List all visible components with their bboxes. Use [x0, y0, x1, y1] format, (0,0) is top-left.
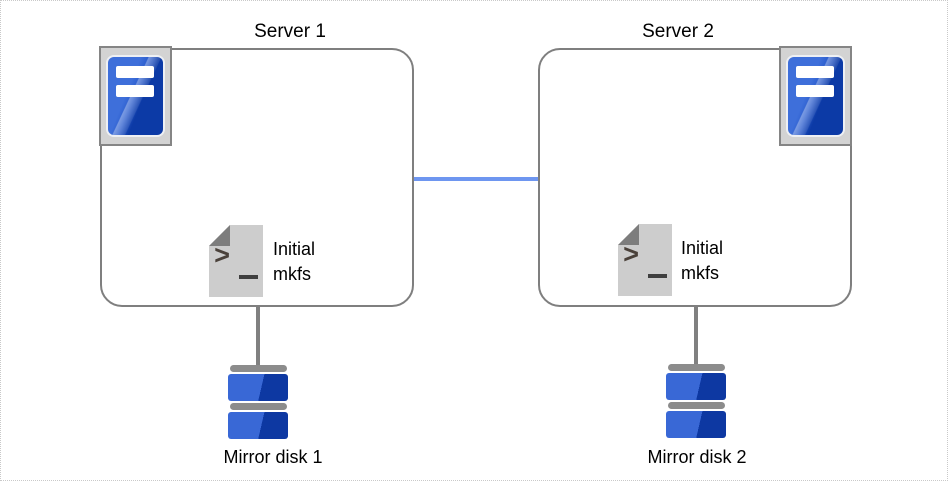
tower-slot-bar: [796, 85, 834, 97]
disk-platter: [228, 374, 288, 401]
server1-icon: [99, 46, 172, 146]
server2-disk-connector: [694, 306, 698, 366]
script-file-icon: >: [618, 224, 672, 296]
script-label-line2: mkfs: [273, 264, 311, 284]
tower-slot-bar: [796, 66, 834, 78]
mirror-disk1-label: Mirror disk 1: [223, 447, 323, 467]
server1-title: Server 1: [254, 21, 326, 42]
server1-disk-connector: [256, 306, 260, 366]
tower-slot-bar: [116, 66, 154, 78]
server-tower-icon: [788, 57, 843, 135]
script-label-server1: Initial mkfs: [273, 237, 315, 287]
disk-platter: [666, 373, 726, 400]
server-tower-icon: [108, 57, 163, 135]
server2-title: Server 2: [642, 21, 714, 42]
disk-cap-bar: [667, 402, 725, 409]
script-label-line2: mkfs: [681, 263, 719, 283]
disk-platter: [228, 412, 288, 439]
folded-corner: [209, 225, 230, 246]
script-label-line1: Initial: [273, 239, 316, 259]
tower-slot-bar: [116, 85, 154, 97]
script-file-icon: >: [209, 225, 263, 297]
mirror-disk2-label: Mirror disk 2: [647, 447, 747, 467]
terminal-prompt-icon: >: [623, 242, 640, 272]
terminal-prompt-icon: >: [214, 243, 231, 273]
disk-platter: [666, 411, 726, 438]
mirror-disk1-icon: [228, 365, 288, 441]
terminal-underscore-mark: [239, 275, 258, 279]
mirror-disk2-icon: [666, 364, 726, 440]
script-label-server2: Initial mkfs: [681, 236, 723, 286]
terminal-underscore-mark: [648, 274, 667, 278]
disk-cap-bar: [667, 364, 725, 371]
disk-cap-bar: [229, 365, 287, 372]
disk-cap-bar: [229, 403, 287, 410]
folded-corner: [618, 224, 639, 245]
interconnect-line: [413, 177, 540, 181]
script-label-line1: Initial: [681, 238, 724, 258]
server2-icon: [779, 46, 852, 146]
